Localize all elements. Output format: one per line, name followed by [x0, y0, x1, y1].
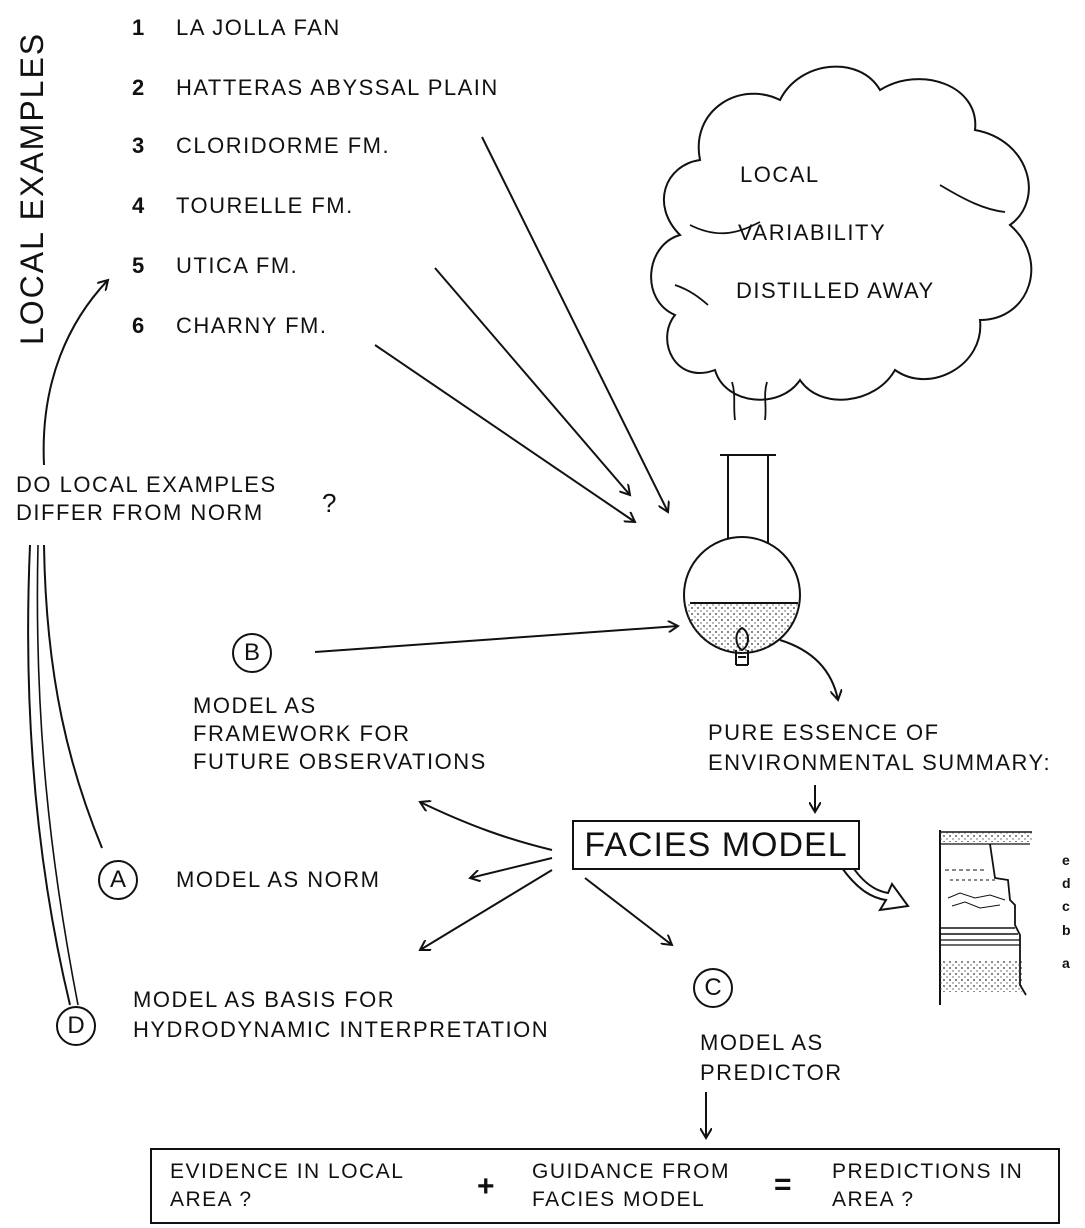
local-examples-title: LOCAL EXAMPLES: [14, 31, 50, 345]
arrow-model-to-a: [470, 857, 553, 878]
line-question-to-d: [27, 544, 71, 1006]
example-number: 1: [132, 15, 146, 40]
role-c-line-1: MODEL AS: [700, 1030, 824, 1055]
example-label: CHARNY FM.: [176, 313, 328, 338]
cloud-inner-curl-3: [674, 284, 709, 306]
equation-evidence: EVIDENCE IN LOCAL AREA ?: [170, 1160, 405, 1211]
arrow-model-to-d: [420, 869, 553, 950]
example-item-4: 4 TOURELLE FM.: [132, 193, 354, 219]
role-b-line-1: MODEL AS: [193, 693, 317, 718]
role-b-line-3: FUTURE OBSERVATIONS: [193, 749, 487, 774]
example-item-6: 6 CHARNY FM.: [132, 313, 328, 339]
equation-equals: =: [774, 1168, 792, 1201]
equation-box: EVIDENCE IN LOCAL AREA ? + GUIDANCE FROM…: [150, 1148, 1060, 1224]
line-question-to-d-2: [36, 544, 79, 1006]
question-mark: ?: [322, 488, 338, 518]
question-line-2: DIFFER FROM NORM: [16, 500, 264, 525]
role-c-circle: C: [693, 968, 733, 1008]
example-item-2: 2 HATTERAS ABYSSAL PLAIN: [132, 75, 499, 101]
bed-label-d: d: [1062, 875, 1071, 891]
example-item-5: 5 UTICA FM.: [132, 253, 298, 279]
role-b-line-2: FRAMEWORK FOR: [193, 721, 411, 746]
bed-label-a: a: [1062, 955, 1070, 971]
example-label: LA JOLLA FAN: [176, 15, 341, 40]
role-a-circle: A: [98, 860, 138, 900]
essence-line-1: PURE ESSENCE OF: [708, 720, 940, 745]
cloud-inner-curl-1: [689, 221, 761, 235]
arrow-b-to-flask: [314, 626, 678, 653]
cloud-text-distilled: DISTILLED AWAY: [736, 278, 935, 303]
arrow-model-to-b: [420, 802, 553, 851]
cloud-outline: [650, 65, 1033, 401]
equation-predictions: PREDICTIONS IN AREA ?: [832, 1160, 1024, 1211]
hollow-arrow-to-section: [840, 864, 910, 912]
vapor-line-1: [731, 381, 736, 421]
line-question-to-a: [43, 544, 103, 849]
example-number: 5: [132, 253, 146, 278]
equation-guidance: GUIDANCE FROM FACIES MODEL: [532, 1160, 730, 1211]
bed-label-b: b: [1062, 922, 1071, 938]
arrow-ex5: [434, 267, 630, 495]
bed-label-c: c: [1062, 898, 1070, 914]
role-a-text: MODEL AS NORM: [176, 867, 381, 892]
example-number: 4: [132, 193, 146, 218]
example-label: UTICA FM.: [176, 253, 299, 278]
example-number: 3: [132, 133, 146, 158]
burner-base: [735, 650, 749, 666]
question-line-1: DO LOCAL EXAMPLES: [16, 472, 277, 497]
bouma-sequence-column: [939, 830, 1032, 1005]
example-label: CLORIDORME FM.: [176, 133, 391, 158]
role-d-line-2: HYDRODYNAMIC INTERPRETATION: [133, 1017, 550, 1042]
role-c-line-2: PREDICTOR: [700, 1060, 843, 1085]
arrow-model-to-c: [584, 877, 672, 945]
arrow-question-to-examples: [42, 280, 108, 466]
burner-flame: [735, 626, 749, 652]
example-label: HATTERAS ABYSSAL PLAIN: [176, 75, 499, 100]
cloud-inner-curl-2: [939, 184, 1006, 213]
example-label: TOURELLE FM.: [176, 193, 354, 218]
cloud-text-variability: VARIABILITY: [738, 220, 887, 245]
role-b-circle: B: [232, 633, 272, 673]
cloud-text-local: LOCAL: [740, 162, 820, 187]
arrow-flask-to-essence: [779, 639, 838, 700]
essence-line-2: ENVIRONMENTAL SUMMARY:: [708, 750, 1052, 775]
bed-label-e: e: [1062, 852, 1070, 868]
role-d-line-1: MODEL AS BASIS FOR: [133, 987, 396, 1012]
example-item-3: 3 CLORIDORME FM.: [132, 133, 390, 159]
example-item-1: 1 LA JOLLA FAN: [132, 15, 341, 41]
arrow-ex6: [374, 344, 635, 522]
facies-model-box: FACIES MODEL: [572, 820, 860, 870]
example-number: 6: [132, 313, 146, 338]
vapor-line-2: [764, 381, 768, 421]
example-number: 2: [132, 75, 146, 100]
arrow-ex3: [481, 136, 668, 512]
equation-plus: +: [477, 1170, 495, 1203]
role-d-circle: D: [56, 1006, 96, 1046]
